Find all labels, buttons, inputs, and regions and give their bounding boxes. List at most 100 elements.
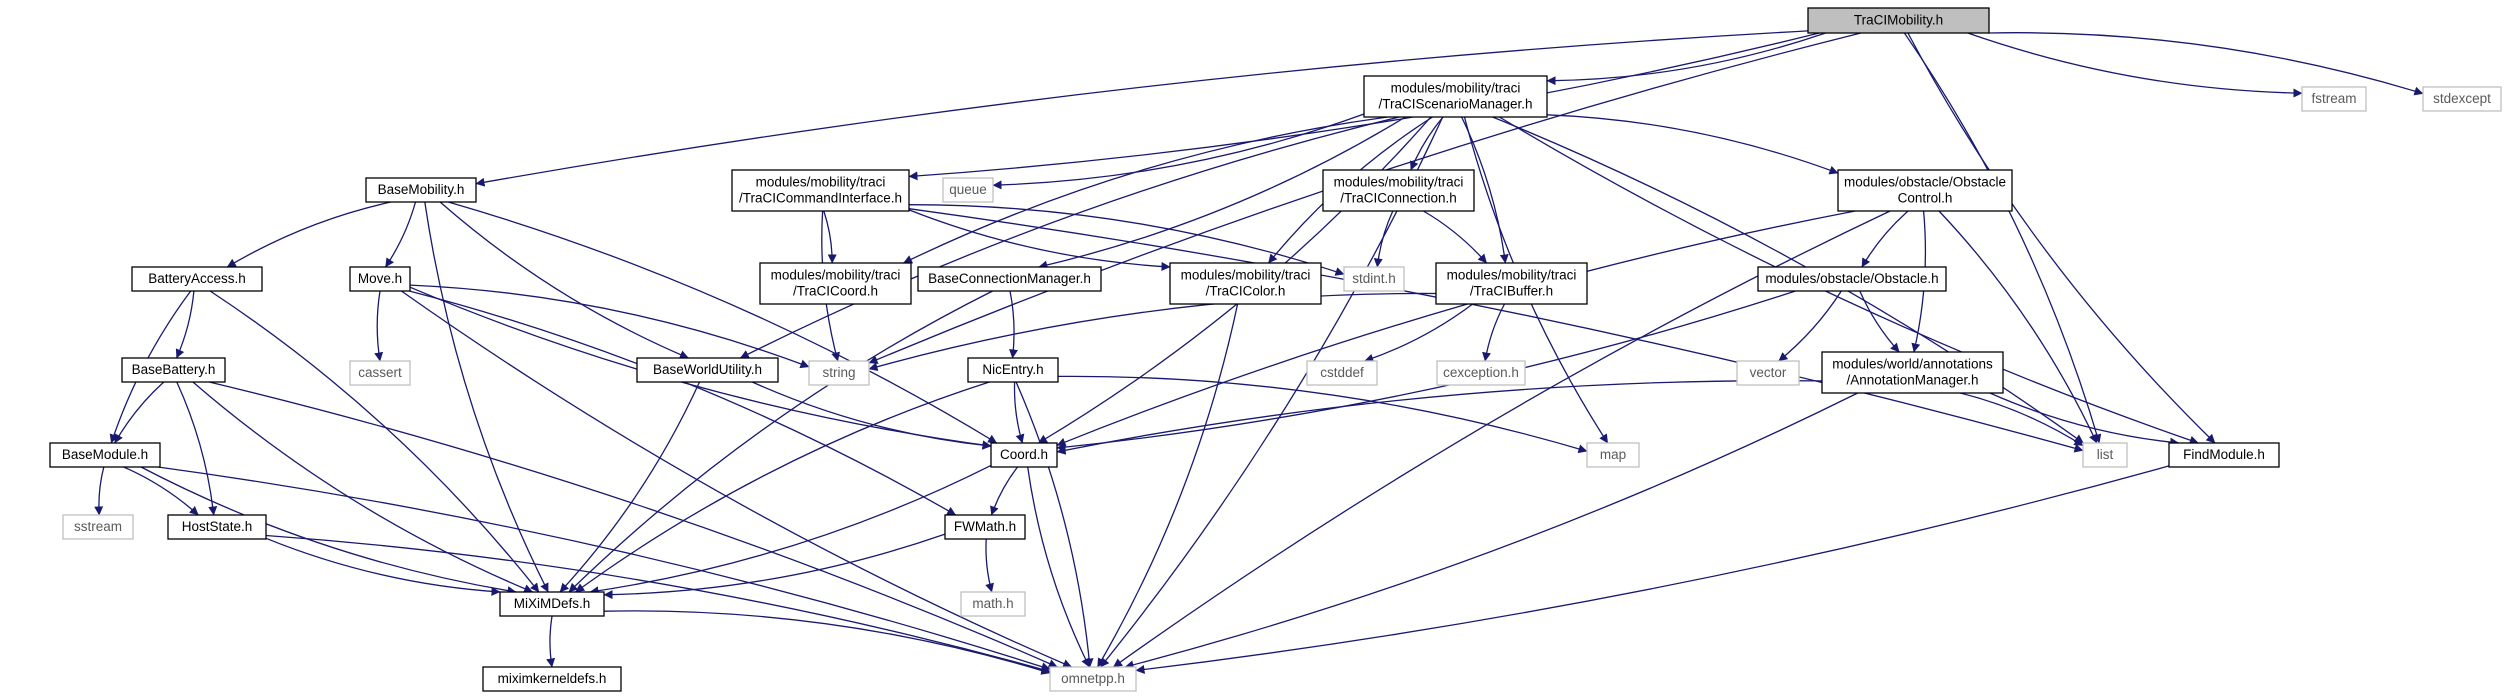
node-label: /TraCIColor.h (1206, 284, 1286, 299)
edge-basemobility-to-move (384, 201, 417, 268)
node-label: /TraCIConnection.h (1340, 191, 1457, 206)
edge-nicentry-to-map (1057, 375, 1588, 454)
node-label: HostState.h (182, 519, 253, 534)
node-label: string (822, 365, 855, 380)
node-findmodule[interactable]: FindModule.h (2168, 442, 2280, 468)
edge-findmodule-to-omnetpp (1135, 465, 2170, 674)
node-box (636, 357, 779, 383)
node-baseconnectionmanager[interactable]: BaseConnectionManager.h (917, 266, 1102, 292)
edge-traciconnection-to-stdint (1373, 210, 1394, 268)
node-tracicolor[interactable]: modules/mobility/traci/TraCIColor.h (1169, 262, 1322, 305)
node-baseworldutility[interactable]: BaseWorldUtility.h (636, 357, 779, 383)
node-label: omnetpp.h (1061, 671, 1125, 686)
edge-nicentry-to-omnetpp (1015, 381, 1094, 668)
node-label: /TraCICommandInterface.h (739, 191, 902, 206)
node-box (917, 266, 1102, 292)
node-label: math.h (972, 596, 1013, 611)
node-label: FWMath.h (954, 519, 1016, 534)
node-box (2422, 86, 2502, 112)
node-box (365, 177, 477, 203)
edge-tracibuffer-to-cexception (1482, 303, 1506, 362)
node-coord[interactable]: Coord.h (990, 442, 1058, 468)
edge-scenariomanager-to-queue (992, 113, 1365, 190)
node-omnetpp: omnetpp.h (1049, 666, 1137, 692)
edge-annotationmanager-to-coord (1056, 380, 1823, 455)
node-annotationmanager[interactable]: modules/world/annotations/AnnotationMana… (1821, 351, 2004, 394)
node-box (1736, 360, 1800, 386)
edge-tracibuffer-to-string (868, 292, 1437, 372)
node-commandinterface[interactable]: modules/mobility/traci/TraCICommandInter… (731, 169, 910, 212)
node-obstacle[interactable]: modules/obstacle/Obstacle.h (1757, 266, 1947, 292)
node-label: /TraCIScenarioManager.h (1378, 97, 1532, 112)
edge-traciconnection-to-tracibuffer (1423, 210, 1488, 264)
node-label: Move.h (358, 271, 402, 286)
node-label: fstream (2311, 91, 2356, 106)
node-basemodule[interactable]: BaseModule.h (49, 442, 161, 468)
node-box (1821, 351, 2004, 394)
node-box (2301, 86, 2367, 112)
node-label: modules/mobility/traci (1334, 175, 1464, 190)
node-label: modules/mobility/traci (771, 268, 901, 283)
node-traciconnection[interactable]: modules/mobility/traci/TraCIConnection.h (1322, 169, 1475, 212)
node-box (482, 666, 622, 692)
node-label: BaseModule.h (62, 447, 148, 462)
edge-scenariomanager-to-baseconnectionmanager (1038, 116, 1406, 270)
node-label: BaseConnectionManager.h (928, 271, 1091, 286)
node-tracicoord[interactable]: modules/mobility/traci/TraCICoord.h (759, 262, 912, 305)
node-box (759, 262, 912, 305)
node-cassert: cassert (349, 360, 411, 386)
node-move[interactable]: Move.h (349, 266, 411, 292)
edge-coord-to-fwmath (990, 466, 1019, 516)
node-batteryaccess[interactable]: BatteryAccess.h (131, 266, 263, 292)
node-nicentry[interactable]: NicEntry.h (967, 357, 1059, 383)
edge-annotationmanager-to-list (1960, 392, 2084, 447)
edge-tracimobility-to-scenariomanager (1546, 32, 1826, 86)
node-label: queue (949, 182, 987, 197)
edge-basemobility-to-coord (448, 201, 998, 444)
edge-obstacle-to-coord (1056, 290, 1796, 452)
node-box (349, 360, 411, 386)
node-label: modules/obstacle/Obstacle.h (1765, 271, 1938, 286)
edge-tracimobility-to-fstream (1967, 32, 2303, 98)
node-box (1322, 169, 1475, 212)
edge-coord-to-omnetpp (1027, 466, 1090, 668)
edge-scenariomanager-to-findmodule (1499, 116, 2199, 445)
edge-scenariomanager-to-list (1492, 116, 2084, 444)
node-fwmath[interactable]: FWMath.h (944, 514, 1026, 540)
node-hoststate[interactable]: HostState.h (167, 514, 267, 540)
node-label: modules/mobility/traci (756, 175, 886, 190)
node-box (349, 266, 411, 292)
node-list: list (2082, 442, 2128, 468)
edge-scenariomanager-to-traciconnection (1409, 116, 1444, 171)
node-label: cstddef (1320, 365, 1364, 380)
edge-commandinterface-to-stdint (908, 204, 1345, 276)
edge-baseworldutility-to-miximdefs (559, 381, 701, 593)
node-tracimobility[interactable]: TraCIMobility.h (1807, 7, 1990, 34)
node-box (944, 514, 1026, 540)
node-scenariomanager[interactable]: modules/mobility/traci/TraCIScenarioMana… (1363, 75, 1548, 118)
edge-scenariomanager-to-obstaclecontrol (1546, 114, 1839, 175)
node-basebattery[interactable]: BaseBattery.h (121, 357, 226, 383)
node-label: NicEntry.h (982, 362, 1043, 377)
node-box (131, 266, 263, 292)
edge-basebattery-to-basemodule (114, 381, 165, 444)
node-miximdefs[interactable]: MiXiMDefs.h (499, 591, 605, 617)
node-layer: TraCIMobility.h modules/mobility/traci/Tr… (49, 7, 2502, 692)
node-box (1363, 75, 1548, 118)
node-tracibuffer[interactable]: modules/mobility/traci/TraCIBuffer.h (1435, 262, 1588, 305)
edge-move-to-fwmath (409, 290, 957, 516)
node-label: Coord.h (1000, 447, 1048, 462)
edge-tracimobility-to-findmodule (1907, 32, 2216, 444)
edge-basemodule-to-hoststate (123, 466, 199, 516)
node-basemobility[interactable]: BaseMobility.h (365, 177, 477, 203)
node-box (1343, 266, 1405, 292)
edge-commandinterface-to-tracicolor (908, 209, 1171, 272)
edge-hoststate-to-omnetpp (265, 534, 1051, 674)
node-label: cexception.h (1443, 365, 1519, 380)
edge-scenariomanager-to-tracicoord (903, 116, 1388, 264)
node-miximkerneldefs[interactable]: miximkerneldefs.h (482, 666, 622, 692)
node-box (1169, 262, 1322, 305)
edge-batteryaccess-to-basebattery (175, 290, 195, 359)
